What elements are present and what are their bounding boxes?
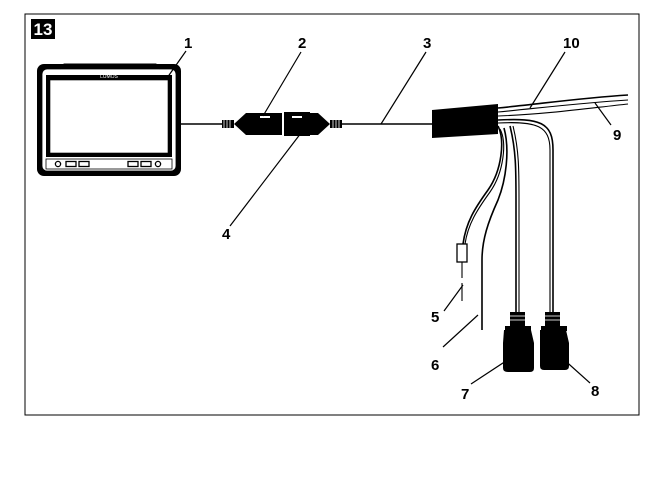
figure-number-badge: 13 bbox=[31, 19, 55, 39]
connector-socket-4 bbox=[284, 112, 330, 136]
camera-plug-8 bbox=[540, 312, 569, 370]
callout-9: 9 bbox=[613, 127, 621, 144]
splitter-housing bbox=[432, 104, 498, 138]
callout-8: 8 bbox=[591, 383, 599, 400]
leader-9 bbox=[594, 102, 612, 126]
camera-plug-7 bbox=[503, 312, 534, 372]
callout-10: 10 bbox=[563, 35, 580, 52]
monitor: LUMOS bbox=[37, 63, 181, 176]
strain-relief-left bbox=[222, 120, 234, 128]
leader-1 bbox=[166, 50, 187, 79]
leader-10 bbox=[529, 51, 566, 109]
leader-6 bbox=[442, 314, 479, 348]
leader-7 bbox=[470, 356, 513, 385]
callout-7: 7 bbox=[461, 386, 469, 403]
callout-3: 3 bbox=[423, 35, 431, 52]
fuse-lead bbox=[462, 125, 503, 245]
monitor-brand: LUMOS bbox=[100, 74, 118, 80]
fuse-holder bbox=[456, 243, 468, 263]
connector-plug-2 bbox=[234, 113, 282, 135]
power-cable bbox=[497, 94, 629, 109]
strain-relief-right bbox=[330, 120, 342, 128]
camera-lead-1 bbox=[509, 125, 517, 312]
leader-3 bbox=[380, 51, 427, 125]
callout-4: 4 bbox=[222, 226, 231, 243]
leader-5 bbox=[443, 284, 464, 312]
callout-2: 2 bbox=[298, 35, 306, 52]
leader-2 bbox=[262, 51, 302, 117]
figure-number: 13 bbox=[34, 20, 53, 39]
callout-1: 1 bbox=[184, 35, 192, 52]
leader-4 bbox=[229, 132, 302, 227]
leader-8 bbox=[560, 356, 591, 384]
callout-6: 6 bbox=[431, 357, 439, 374]
camera-lead-2 bbox=[497, 118, 554, 312]
trigger-lead bbox=[481, 127, 508, 330]
callout-5: 5 bbox=[431, 309, 439, 326]
